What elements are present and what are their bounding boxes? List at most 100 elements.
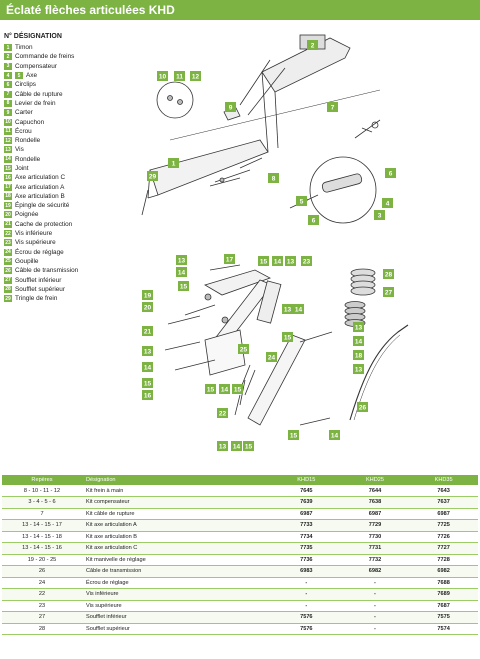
callout-label: 14 [274, 259, 282, 266]
legend-number: 13 [4, 146, 12, 154]
callout-15: 15 [205, 384, 216, 394]
table-cell: 27 [2, 611, 82, 624]
callout-13: 13 [142, 346, 153, 356]
table-cell: 7730 [340, 531, 410, 543]
callout-13: 13 [285, 256, 296, 266]
callout-label: 20 [144, 305, 152, 312]
callout-label: 15 [284, 335, 292, 342]
table-cell: 7731 [340, 542, 410, 555]
table-cell: 7734 [272, 531, 341, 543]
callout-label: 6 [312, 218, 316, 225]
table-cell: 7727 [409, 542, 478, 555]
callout-label: 14 [355, 339, 363, 346]
table-cell: 7735 [272, 542, 341, 555]
title-bar: Éclaté flèches articulées KHD [0, 0, 480, 20]
legend-number: 27 [4, 276, 12, 284]
legend-label: Soufflet inférieur [15, 276, 62, 284]
legend-label: Timon [15, 44, 33, 52]
table-cell: 8 - 10 - 11 - 12 [2, 485, 82, 497]
callout-29: 29 [147, 171, 158, 181]
table-cell: 7645 [272, 485, 341, 497]
legend-label: Écrou [15, 127, 32, 135]
callout-label: 27 [385, 290, 393, 297]
legend-label: Épingle de sécurité [15, 202, 70, 210]
legend-number: 22 [4, 230, 12, 238]
callout-15: 15 [232, 384, 243, 394]
callout-label: 21 [144, 329, 152, 336]
callout-19: 19 [142, 290, 153, 300]
legend-number: 5 [15, 72, 23, 80]
callout-15: 15 [142, 378, 153, 388]
table-cell: 7638 [340, 496, 410, 509]
legend-label: Commande de freins [15, 53, 75, 61]
callout-15: 15 [178, 281, 189, 291]
callout-4: 4 [382, 198, 393, 208]
callout-label: 13 [287, 259, 295, 266]
callout-label: 3 [378, 213, 382, 220]
callout-label: 15 [245, 444, 253, 451]
legend-label: Tringle de frein [15, 295, 58, 303]
column-header-reperes: Repères [2, 475, 82, 485]
articulated-arm-assembly [164, 264, 409, 426]
legend-label: Câble de rupture [15, 90, 63, 98]
callout-label: 15 [207, 387, 215, 394]
callout-13: 13 [353, 322, 364, 332]
legend-label: Poignée [15, 211, 39, 219]
callout-5: 5 [296, 196, 307, 206]
callout-label: 14 [221, 387, 229, 394]
callout-8: 8 [268, 173, 279, 183]
legend-number: 24 [4, 248, 12, 256]
table-cell: Vis inférieure [82, 588, 272, 601]
callout-16: 16 [142, 390, 153, 400]
legend-number: 18 [4, 192, 12, 200]
callout-label: 7 [331, 105, 335, 112]
table-cell: 7643 [409, 485, 478, 497]
table-cell: 6987 [409, 508, 478, 520]
callout-25: 25 [238, 344, 249, 354]
legend-number: 3 [4, 62, 12, 70]
column-header-khd25: KHD25 [340, 475, 410, 485]
table-cell: Kit axe articulation C [82, 542, 272, 555]
table-cell: 13 - 14 - 15 - 18 [2, 531, 82, 543]
callout-14: 14 [176, 267, 187, 277]
callout-label: 22 [219, 411, 227, 418]
table-header-row: Repères Désignation KHD15 KHD25 KHD35 [2, 475, 478, 485]
legend-number: 25 [4, 257, 12, 265]
legend-number: 16 [4, 174, 12, 182]
table-cell: 7576 [272, 623, 341, 635]
callout-13: 13 [217, 441, 228, 451]
table-cell: 28 [2, 623, 82, 635]
legend-number: 19 [4, 202, 12, 210]
legend-title: N° DÉSIGNATION [4, 33, 62, 40]
column-header-khd35: KHD35 [409, 475, 478, 485]
table-cell: 7644 [340, 485, 410, 497]
table-cell: 6982 [409, 565, 478, 578]
callout-label: 14 [295, 307, 303, 314]
table-cell: - [340, 611, 410, 624]
legend-label: Rondelle [15, 137, 41, 145]
callout-label: 17 [226, 257, 234, 264]
table-cell: 6983 [272, 565, 341, 578]
column-header-khd15: KHD15 [272, 475, 341, 485]
